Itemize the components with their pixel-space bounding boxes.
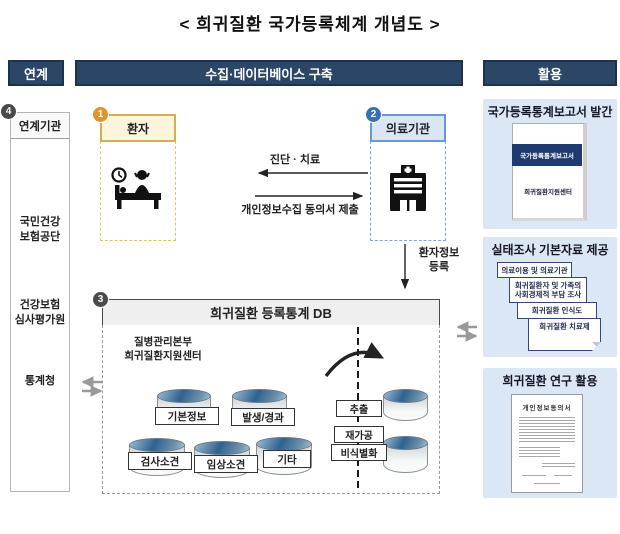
linkage-item-kostat: 통계청	[24, 375, 56, 387]
process-extract: 추출	[336, 400, 382, 417]
badge-3: 3	[93, 292, 108, 307]
survey-card-medical-use: 의료이용 및 의료기관	[497, 262, 572, 278]
header-usage: 활용	[483, 60, 617, 86]
consent-document-title: 개인정보동의서	[522, 405, 572, 412]
patient-bed-icon	[110, 166, 166, 217]
linkage-item-nhis: 국민건강 보험공단	[19, 216, 61, 243]
cylinder-label-occurrence: 발생/경과	[231, 408, 295, 426]
document-text-lines	[519, 447, 560, 457]
panel-survey-title: 실태조사 기본자료 제공	[491, 243, 609, 257]
usage-panel-survey: 실태조사 기본자료 제공 의료이용 및 의료기관 희귀질환자 및 가족의 사회경…	[483, 237, 617, 357]
db-org-label: 질병관리본부 희귀질환지원센터	[124, 336, 202, 362]
db-title: 희귀질환 등록통계 DB	[102, 299, 440, 326]
header-collection: 수집·데이터베이스 구축	[75, 60, 463, 86]
process-deidentify: 비식별화	[331, 444, 387, 461]
consent-submit-label: 개인정보수집 동의서 제출	[241, 204, 359, 216]
diagram-title: < 희귀질환 국가등록체계 개념도 >	[179, 14, 441, 34]
report-book-caption: 희귀질환지원센터	[524, 189, 572, 196]
db-cylinder-output	[383, 389, 428, 421]
hospital-box	[370, 141, 446, 241]
survey-card-burden: 희귀질환자 및 가족의 사회경제적 부담 조사	[509, 277, 587, 303]
card-fold-corner	[592, 342, 601, 351]
badge-4: 4	[1, 104, 16, 119]
patient-label: 환자	[100, 114, 176, 142]
consent-document: 개인정보동의서	[511, 394, 583, 493]
patient-box	[100, 141, 176, 241]
report-book-band: 국가등록통계보고서	[512, 144, 582, 166]
diagnosis-treatment-label: 진단 · 치료	[269, 154, 321, 166]
linkage-item-hira: 건강보험 심사평가원	[14, 299, 66, 326]
linkage-header: 연계기관	[11, 113, 69, 139]
usage-panel-report: 국가등록통계보고서 발간 국가등록통계보고서 희귀질환지원센터	[483, 99, 617, 229]
hospital-label: 의료기관	[370, 114, 446, 142]
report-book: 국가등록통계보고서 희귀질환지원센터	[512, 123, 587, 221]
panel-research-title: 희귀질환 연구 활용	[502, 374, 598, 388]
document-text-lines	[519, 417, 575, 443]
document-signature-line	[534, 483, 560, 484]
survey-card-treatment-label: 희귀질환 치료제	[539, 322, 590, 331]
cylinder-label-test: 검사소견	[128, 452, 192, 470]
panel-report-title: 국가등록통계보고서 발간	[487, 105, 613, 119]
db-cylinder-output	[383, 436, 428, 473]
linkage-box: 연계기관 국민건강 보험공단 건강보험 심사평가원 통계청	[10, 112, 70, 492]
document-signature-line	[522, 475, 546, 476]
hospital-icon	[387, 164, 429, 218]
cylinder-label-etc: 기타	[263, 450, 311, 468]
survey-card-treatment: 희귀질환 치료제	[528, 318, 601, 351]
badge-2: 2	[366, 107, 381, 122]
usage-panel-research: 희귀질환 연구 활용 개인정보동의서	[483, 368, 617, 498]
document-signature-line	[554, 475, 572, 476]
document-text-lines	[542, 463, 575, 467]
process-reprocess: 재가공	[334, 426, 384, 443]
survey-card-awareness: 희귀질환 인식도	[517, 302, 597, 319]
patient-info-register-label: 환자정보 등록	[418, 247, 460, 273]
badge-1: 1	[93, 107, 108, 122]
cylinder-label-basic: 기본정보	[155, 407, 219, 425]
header-linkage: 연계	[8, 60, 64, 86]
cylinder-label-clinical: 임상소견	[194, 455, 258, 473]
